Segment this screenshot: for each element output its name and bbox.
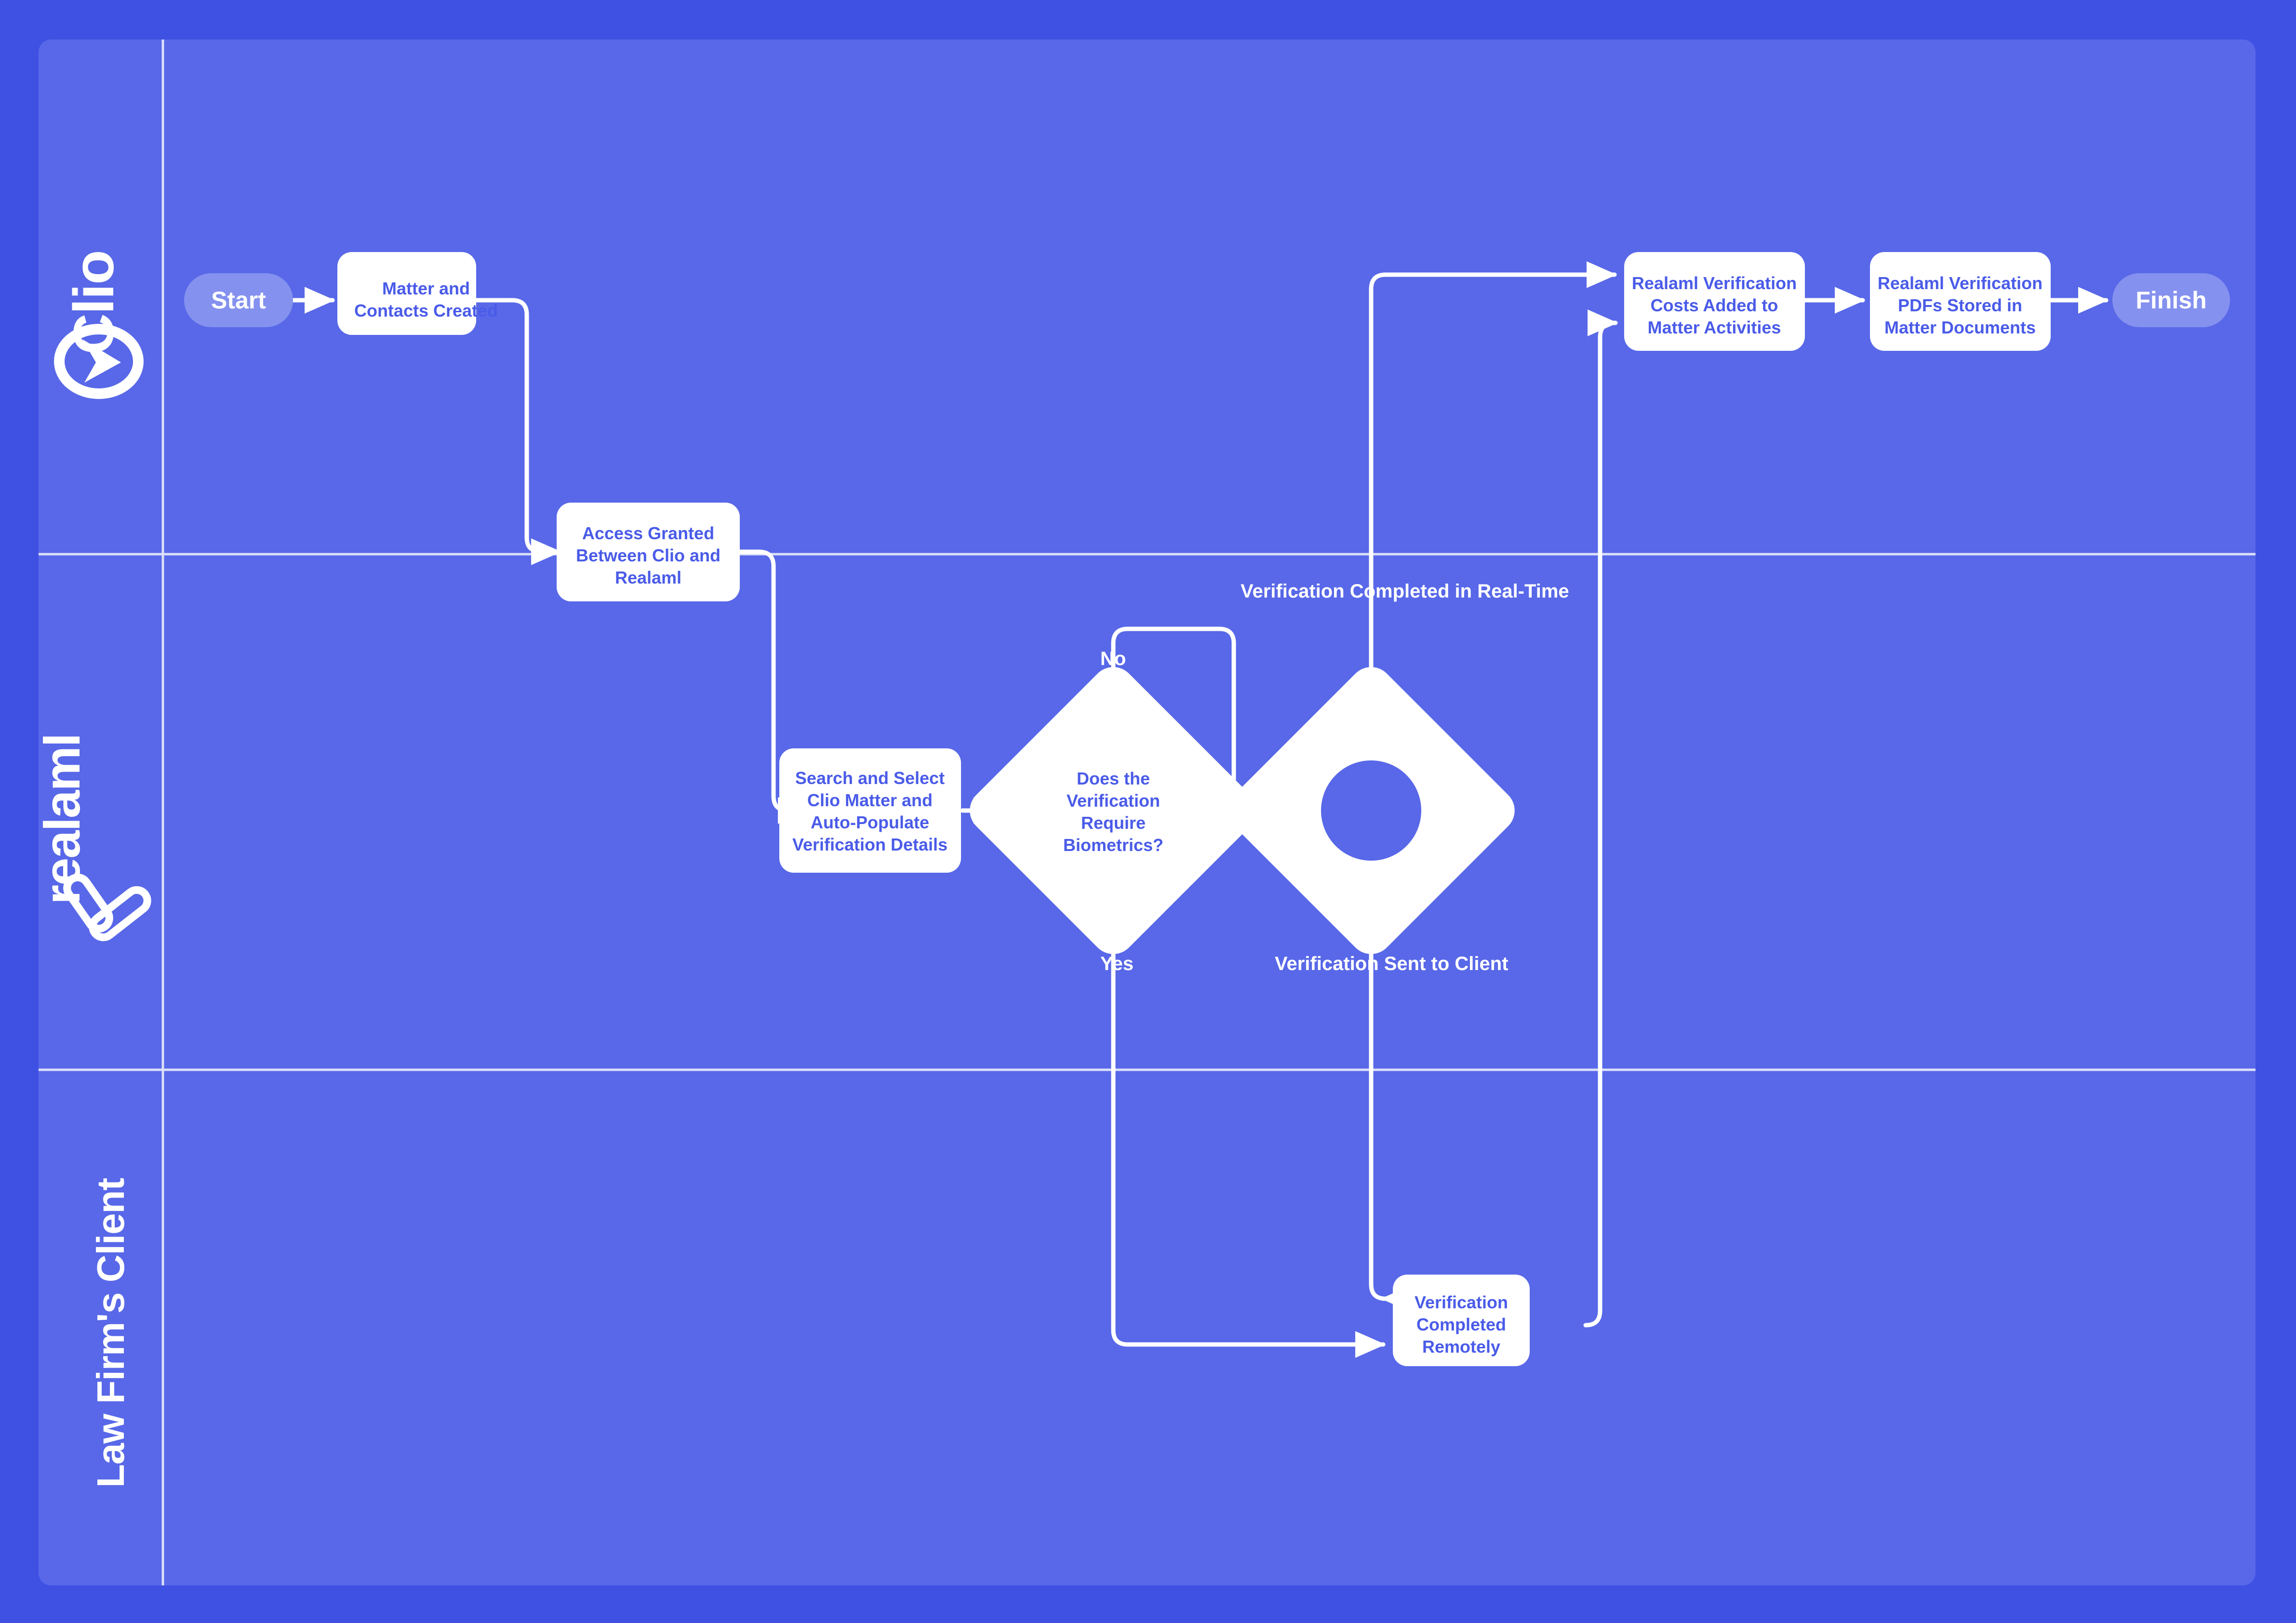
node-pdfs-line1: Realaml Verification <box>1878 273 2042 293</box>
node-matter-contacts-created[interactable]: Matter and Contacts Created <box>337 252 498 335</box>
node-start[interactable]: Start <box>184 273 293 327</box>
node-search-line2: Clio Matter and <box>807 790 933 810</box>
node-biometrics-line1: Does the <box>1077 769 1150 788</box>
node-remote-line2: Completed <box>1416 1315 1506 1334</box>
node-remote-line3: Remotely <box>1422 1337 1500 1357</box>
node-verification-completed-remotely[interactable]: Verification Completed Remotely <box>1393 1275 1530 1366</box>
realaml-logo-icon <box>63 873 151 942</box>
node-event-gateway[interactable] <box>1218 658 1524 963</box>
lane-dividers <box>39 40 2256 1585</box>
node-access-line3: Realaml <box>615 568 681 587</box>
node-costs-line3: Matter Activities <box>1648 318 1781 337</box>
node-biometrics-line4: Biometrics? <box>1063 835 1163 855</box>
node-access-line1: Access Granted <box>582 523 714 543</box>
node-finish[interactable]: Finish <box>2112 273 2230 327</box>
connector-gateway-to-remote <box>1369 891 1411 1312</box>
node-search-select-clio-matter[interactable]: Search and Select Clio Matter and Auto-P… <box>779 748 961 873</box>
node-costs-line1: Realaml Verification <box>1632 273 1797 293</box>
edge-label-verification-sent-to-client: Verification Sent to Client <box>1275 953 1508 974</box>
gateway-circle-icon <box>1321 760 1421 861</box>
node-search-line1: Search and Select <box>795 768 945 788</box>
connector-biometrics-yes-to-remote <box>1111 891 1386 1358</box>
node-costs-line2: Costs Added to <box>1651 295 1778 315</box>
node-biometrics-line3: Require <box>1081 813 1146 833</box>
node-pdfs-line3: Matter Documents <box>1884 318 2036 337</box>
node-search-line3: Auto-Populate <box>811 812 929 832</box>
node-pdfs-line2: PDFs Stored in <box>1898 295 2022 315</box>
node-search-line4: Verification Details <box>792 835 948 854</box>
node-realaml-costs-added[interactable]: Realaml Verification Costs Added to Matt… <box>1624 252 1805 351</box>
node-access-granted[interactable]: Access Granted Between Clio and Realaml <box>557 503 740 601</box>
edge-label-no: No <box>1100 648 1126 669</box>
edge-label-verification-completed-realtime: Verification Completed in Real-Time <box>1241 581 1569 602</box>
node-matter-line2: Contacts Created <box>354 301 498 320</box>
connector-matter-to-access <box>474 298 562 565</box>
connector-remote-to-costs <box>1583 309 1618 1328</box>
node-start-label: Start <box>211 287 266 314</box>
node-biometrics-line2: Verification <box>1067 791 1160 811</box>
node-remote-line1: Verification <box>1415 1292 1508 1312</box>
node-finish-label: Finish <box>2136 287 2206 314</box>
connector-gateway-to-costs <box>1369 261 1617 702</box>
node-realaml-pdfs-stored[interactable]: Realaml Verification PDFs Stored in Matt… <box>1870 252 2051 351</box>
edge-label-yes: Yes <box>1100 953 1134 974</box>
node-access-line2: Between Clio and <box>576 545 721 565</box>
clio-logo-icon <box>54 324 144 399</box>
node-matter-line1: Matter and <box>382 279 470 298</box>
node-decision-biometrics[interactable]: Does the Verification Require Biometrics… <box>961 658 1266 963</box>
